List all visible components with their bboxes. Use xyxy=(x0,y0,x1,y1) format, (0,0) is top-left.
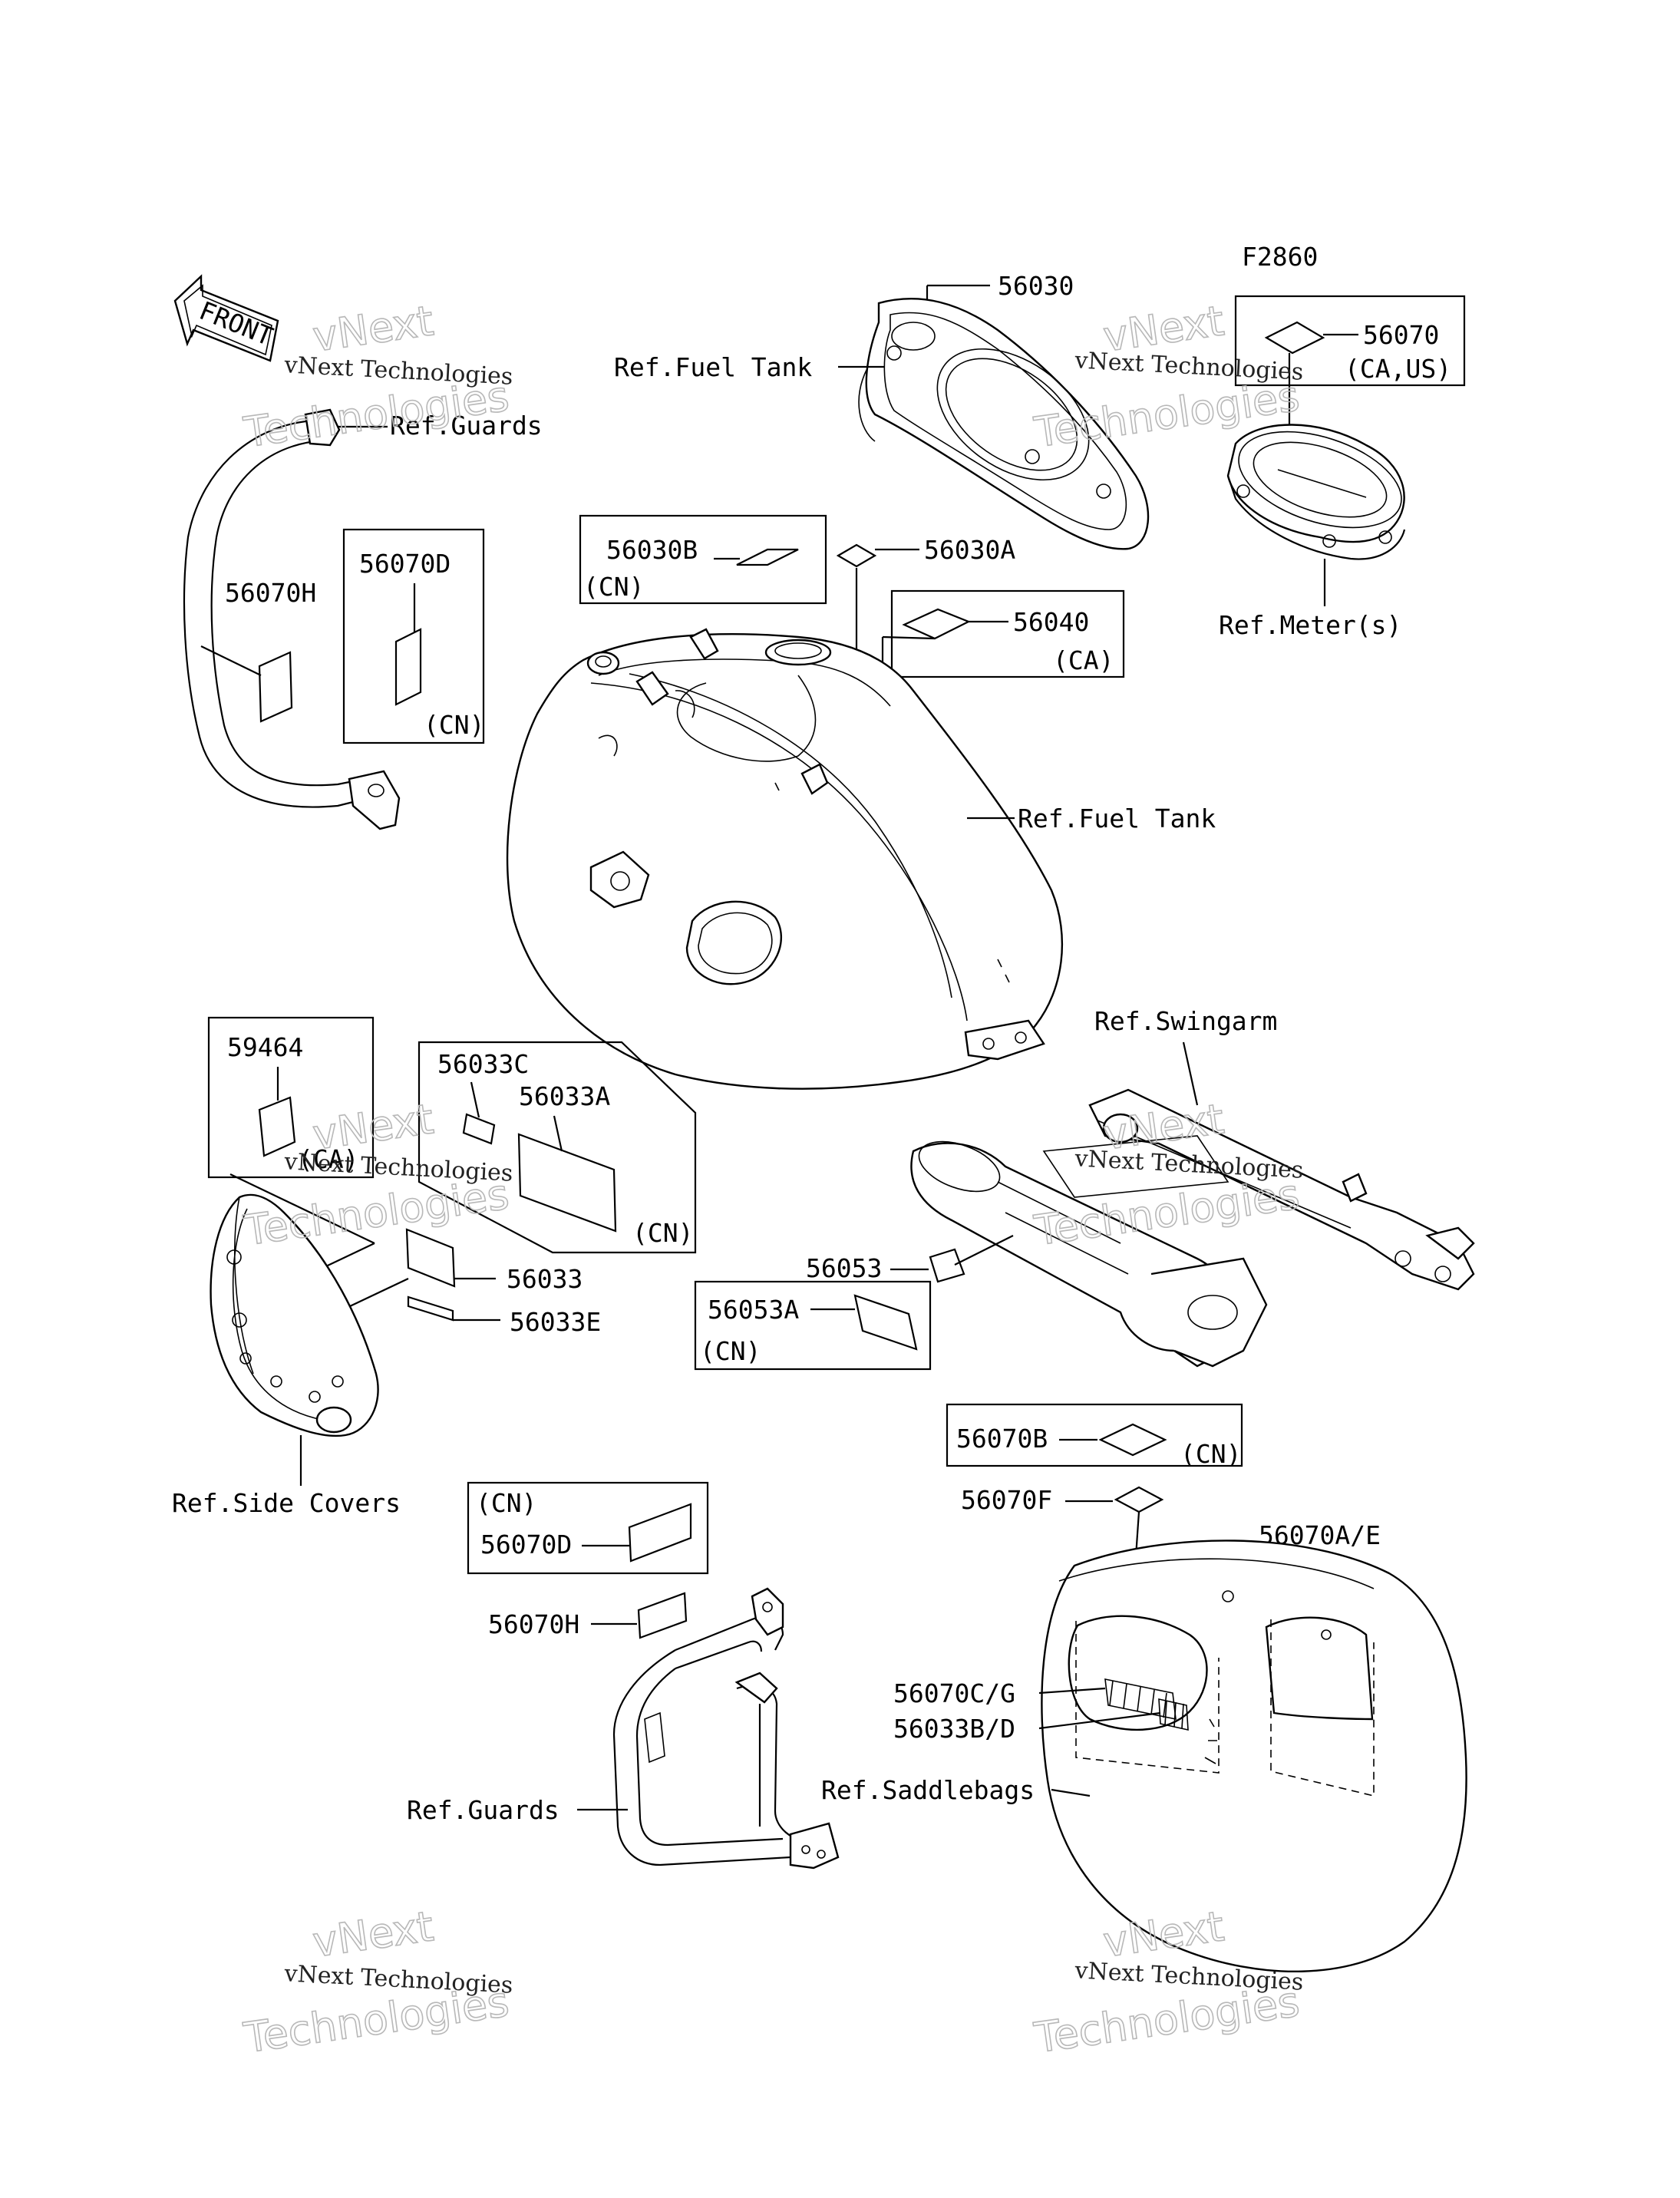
part-56040-label: 56040 xyxy=(1013,607,1089,637)
decal-56030b xyxy=(736,548,799,566)
part-56070h-low-label: 56070H xyxy=(488,1609,579,1639)
decal-56040 xyxy=(902,608,971,640)
part-56033e-label: 56033E xyxy=(510,1307,601,1337)
tank-cover-part xyxy=(858,298,1150,550)
swingarm-part xyxy=(910,1088,1475,1368)
part-56053-label: 56053 xyxy=(806,1253,882,1283)
decal-56053a xyxy=(853,1294,918,1351)
decal-56053 xyxy=(929,1248,965,1283)
ref-guards-top-label: Ref.Guards xyxy=(390,411,543,441)
svg-text:vNext Technologies: vNext Technologies xyxy=(283,351,513,391)
box-56070d-top xyxy=(342,528,485,744)
svg-text:vNext Technologies: vNext Technologies xyxy=(1074,1145,1304,1184)
cn-56030b-label: (CN) xyxy=(583,572,644,602)
part-56070-label: 56070 xyxy=(1363,320,1439,350)
ref-fuel-tank-mid-label: Ref.Fuel Tank xyxy=(1018,804,1216,833)
lower-guard-part xyxy=(612,1587,840,1870)
saddlebag-part xyxy=(1041,1540,1467,1972)
part-56030-label: 56030 xyxy=(998,271,1074,301)
part-56033c-label: 56033C xyxy=(437,1049,529,1079)
svg-text:vNext: vNext xyxy=(310,296,437,361)
region-56070-label: (CA,US) xyxy=(1345,354,1451,384)
hatched-decal-56033bd xyxy=(1158,1698,1189,1731)
box-56070d-low xyxy=(467,1481,709,1575)
svg-text:vNext Technologies: vNext Technologies xyxy=(1074,347,1304,386)
part-56070d-top-label: 56070D xyxy=(359,549,451,579)
part-56070d-low-label: 56070D xyxy=(480,1530,572,1559)
decal-59464 xyxy=(258,1096,296,1157)
ref-meters-label: Ref.Meter(s) xyxy=(1219,610,1401,640)
upper-guard-part xyxy=(183,408,401,830)
part-56033bd-label: 56033B/D xyxy=(893,1714,1015,1744)
box-56030b xyxy=(579,514,827,605)
watermark-bottom-left: vNext Technologies vNext Technologies xyxy=(240,1901,513,2063)
fuel-tank-part xyxy=(506,628,1064,1090)
decal-56070 xyxy=(1264,321,1325,355)
cn-56070d-label: (CN) xyxy=(424,710,484,740)
ref-guards-low-label: Ref.Guards xyxy=(407,1795,559,1825)
box-56070b xyxy=(946,1403,1243,1467)
decal-56030a xyxy=(836,543,877,568)
part-59464-label: 59464 xyxy=(227,1032,303,1062)
decal-56070d-top xyxy=(394,628,422,706)
svg-text:vNext: vNext xyxy=(310,1902,437,1966)
watermark-mid-left: vNext Technologies vNext Technologies xyxy=(240,1094,513,1256)
ref-side-covers-label: Ref.Side Covers xyxy=(172,1488,401,1518)
watermark-mid-right: vNext Technologies vNext Technologies xyxy=(1031,1094,1304,1256)
decal-56033e xyxy=(407,1295,454,1322)
part-56070b-label: 56070B xyxy=(956,1424,1048,1454)
box-56070 xyxy=(1234,295,1466,387)
decal-56033a xyxy=(517,1133,617,1233)
svg-text:vNext: vNext xyxy=(310,1094,437,1159)
decal-56070h-top xyxy=(258,651,293,723)
cn-56070d-low-label: (CN) xyxy=(476,1488,536,1518)
decal-56070d-low xyxy=(628,1503,692,1563)
box-56053a xyxy=(694,1280,932,1371)
part-56070h-top-label: 56070H xyxy=(225,578,316,608)
box-56040 xyxy=(890,589,1125,678)
cn-56053a-label: (CN) xyxy=(700,1336,761,1366)
decal-56033c xyxy=(462,1113,496,1145)
part-56033-label: 56033 xyxy=(507,1264,583,1294)
front-arrow-icon: FRONT xyxy=(173,274,279,362)
part-56030a-label: 56030A xyxy=(924,535,1015,565)
part-56033a-label: 56033A xyxy=(519,1081,610,1111)
cn-56070b-label: (CN) xyxy=(1180,1439,1241,1469)
part-56070cg-label: 56070C/G xyxy=(893,1678,1015,1708)
cn-56033-label: (CN) xyxy=(632,1218,693,1248)
figure-code: F2860 xyxy=(1242,242,1318,272)
svg-text:Technologies: Technologies xyxy=(1031,1170,1302,1255)
meter-part xyxy=(1226,424,1406,560)
part-56053a-label: 56053A xyxy=(708,1295,799,1325)
ref-swingarm-label: Ref.Swingarm xyxy=(1094,1006,1277,1036)
decal-56070b xyxy=(1098,1423,1167,1457)
ref-fuel-tank-top-label: Ref.Fuel Tank xyxy=(614,352,812,382)
svg-text:vNext Technologies: vNext Technologies xyxy=(283,1148,513,1187)
box-56033ca xyxy=(418,1041,697,1254)
ca-59464-label: (CA) xyxy=(298,1144,358,1174)
box-59464 xyxy=(207,1016,375,1179)
ca-56040-label: (CA) xyxy=(1053,645,1114,675)
hatched-decal-56070cg xyxy=(1104,1678,1177,1721)
decal-56070f xyxy=(1114,1486,1164,1513)
decal-56033 xyxy=(405,1228,456,1288)
decal-56070h-low xyxy=(637,1592,688,1639)
part-56030b-label: 56030B xyxy=(606,535,698,565)
ref-saddlebags-label: Ref.Saddlebags xyxy=(821,1775,1035,1805)
side-cover-part xyxy=(210,1193,379,1437)
part-56070f-label: 56070F xyxy=(961,1485,1052,1515)
